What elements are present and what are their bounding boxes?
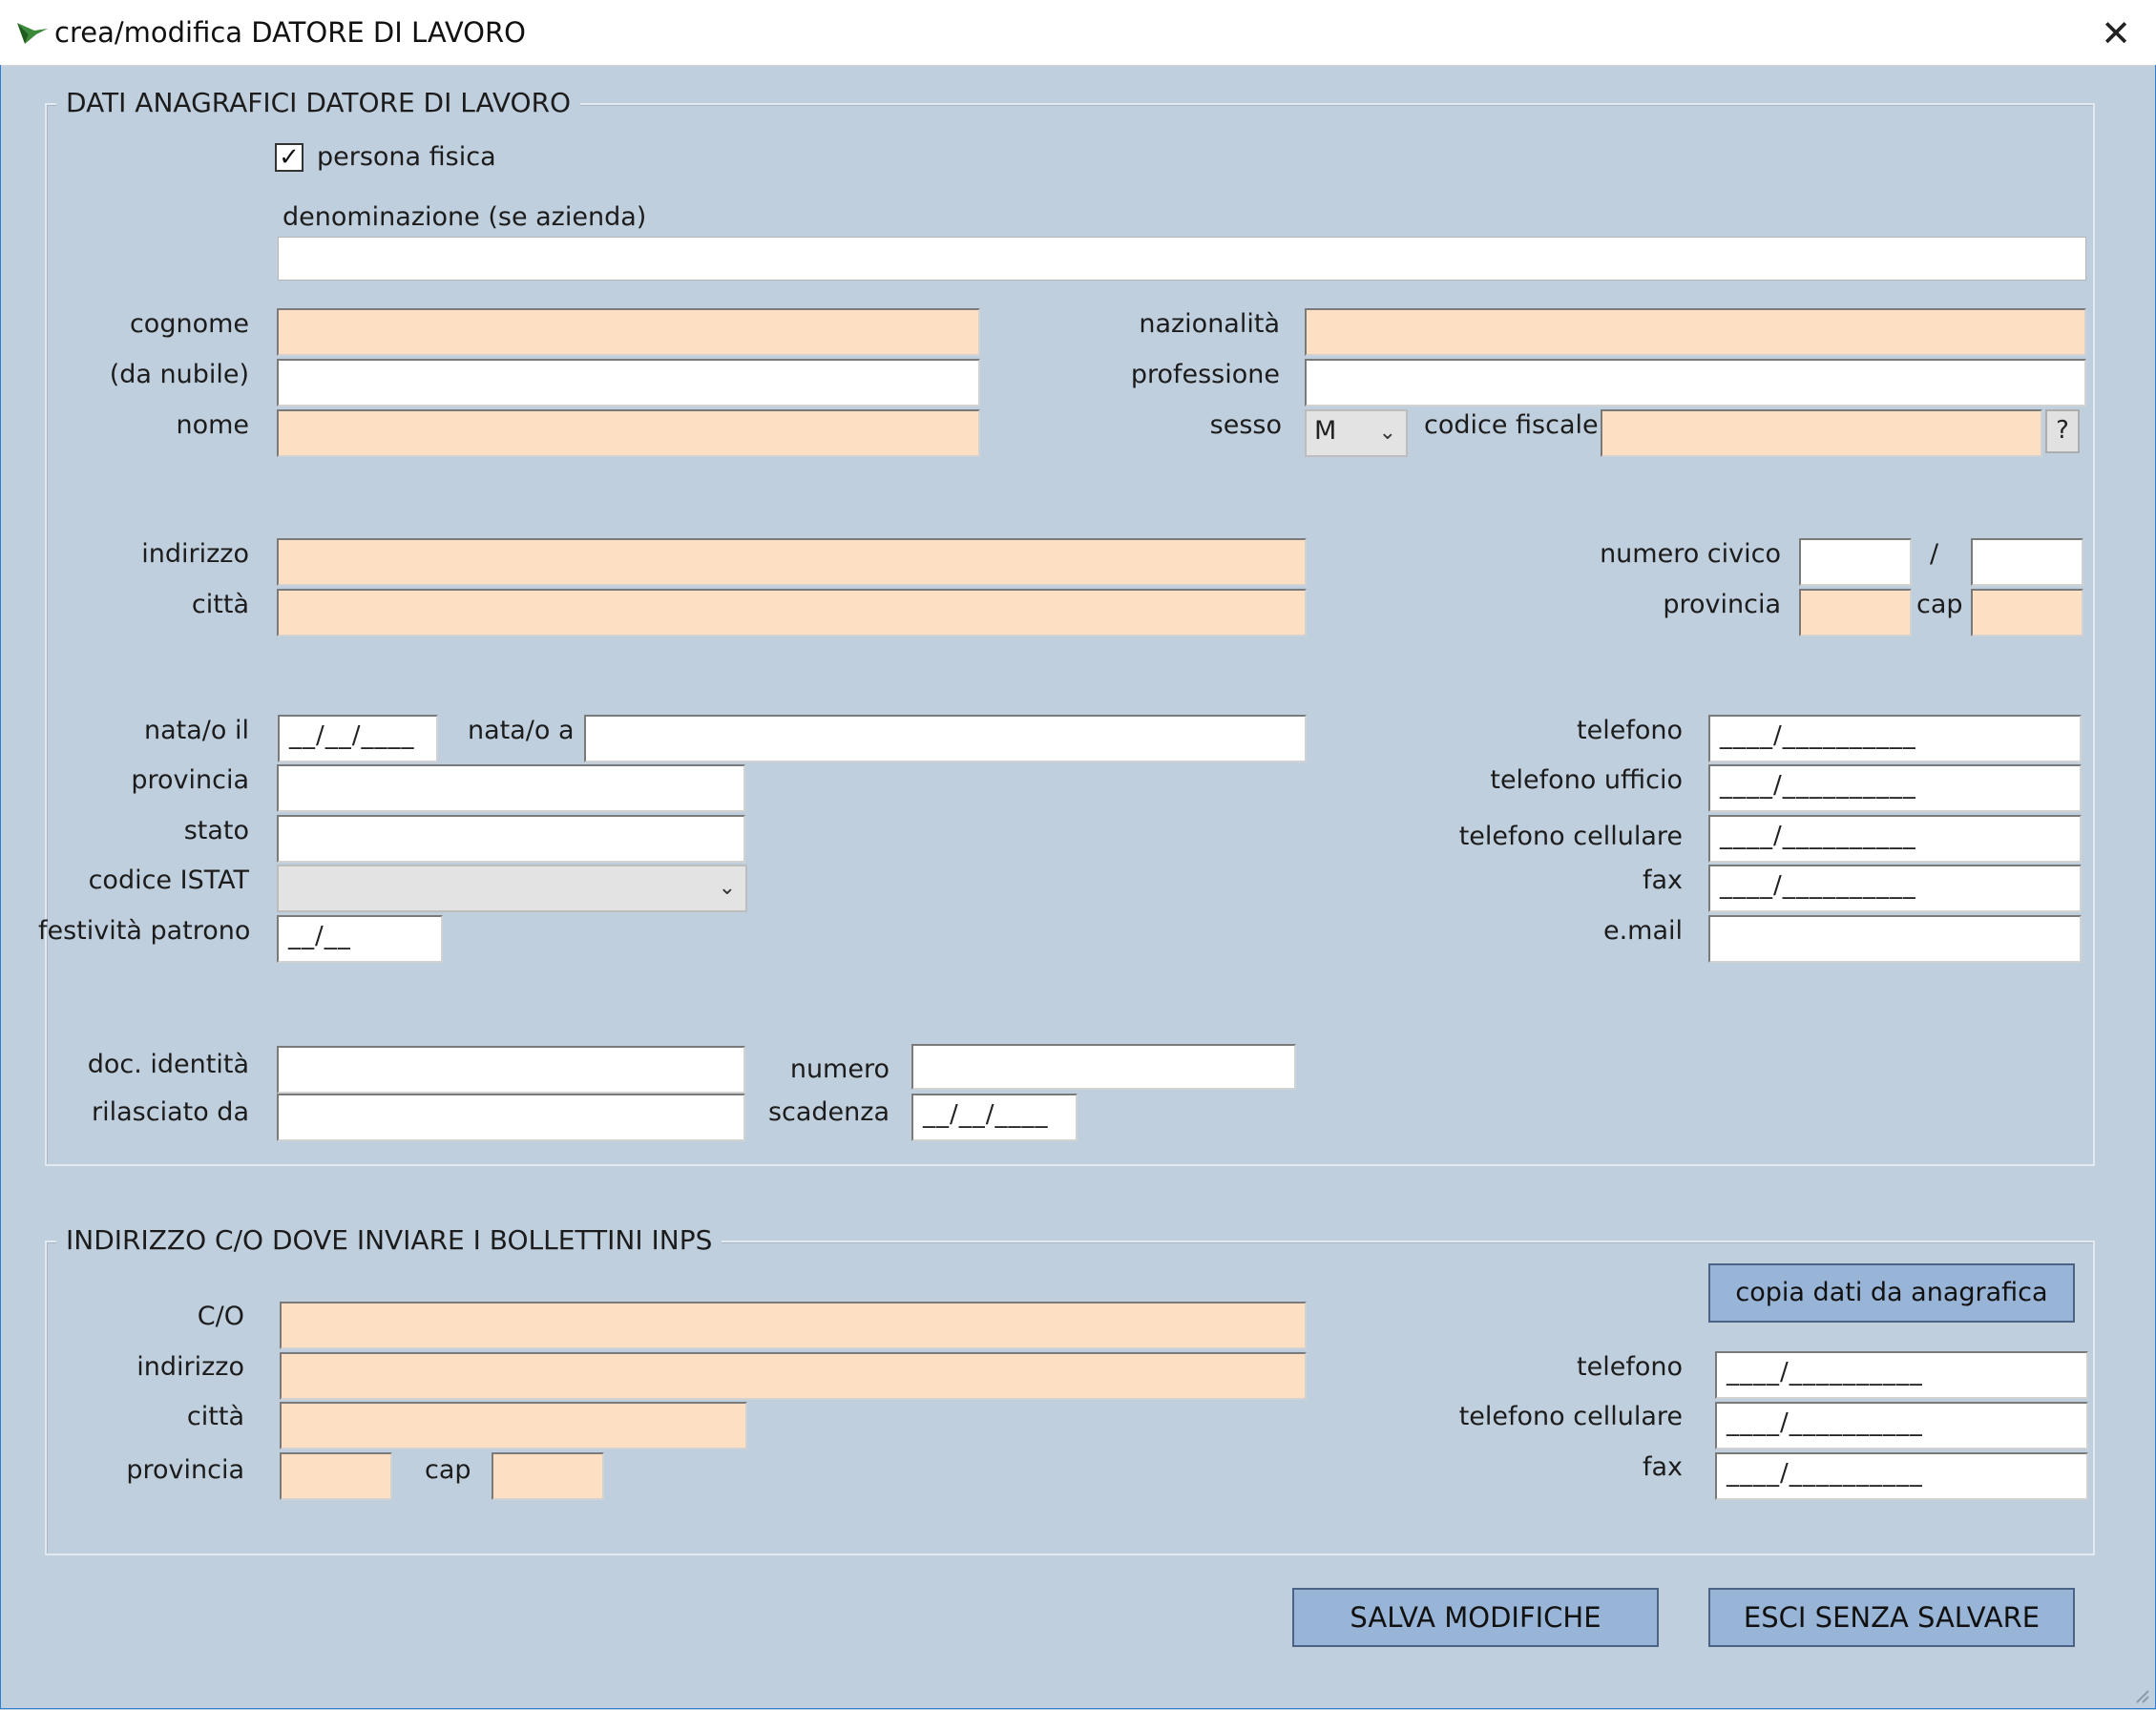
co-input[interactable] [280, 1302, 1307, 1349]
doc-identita-label: doc. identità [87, 1050, 249, 1079]
denominazione-input[interactable] [278, 237, 2086, 281]
civico-separator: / [1930, 539, 1939, 569]
numero-civico-input[interactable] [1799, 538, 1912, 586]
da-nubile-label: (da nubile) [109, 360, 249, 389]
bollettini-provincia-label: provincia [126, 1455, 244, 1485]
cap-input[interactable] [1971, 589, 2083, 636]
email-input[interactable] [1708, 915, 2082, 963]
indirizzo-label: indirizzo [141, 539, 249, 569]
festivita-label: festività patrono [38, 916, 251, 946]
bollettini-telefono-cellulare-label: telefono cellulare [1458, 1402, 1683, 1431]
bollettini-cap-label: cap [425, 1455, 471, 1485]
co-label: C/O [197, 1302, 244, 1331]
telefono-label: telefono [1577, 716, 1683, 745]
rilasciato-da-label: rilasciato da [92, 1097, 249, 1127]
stato-input[interactable] [277, 815, 745, 863]
bollettini-telefono-input[interactable]: ____/__________ [1715, 1351, 2088, 1399]
esci-senza-salvare-button[interactable]: ESCI SENZA SALVARE [1708, 1588, 2075, 1647]
telefono-cellulare-label: telefono cellulare [1458, 822, 1683, 851]
scadenza-input[interactable]: __/__/____ [911, 1094, 1078, 1141]
citta-label: città [191, 590, 249, 619]
codice-istat-select[interactable]: ⌄ [277, 865, 747, 912]
rilasciato-da-input[interactable] [277, 1094, 745, 1141]
scadenza-label: scadenza [767, 1097, 890, 1127]
close-icon[interactable]: ✕ [2101, 12, 2131, 54]
resize-grip-icon[interactable] [2133, 1687, 2150, 1704]
numero-label: numero [789, 1054, 890, 1084]
provincia-nascita-input[interactable] [277, 764, 745, 812]
codice-istat-label: codice ISTAT [88, 865, 249, 895]
numero-input[interactable] [911, 1044, 1296, 1090]
sesso-select[interactable]: M ⌄ [1305, 409, 1408, 457]
bollettini-fax-label: fax [1642, 1452, 1683, 1482]
codice-fiscale-help-button[interactable]: ? [2045, 409, 2080, 453]
bollettini-group [45, 1241, 2095, 1555]
nome-input[interactable] [277, 409, 980, 457]
cognome-input[interactable] [277, 308, 980, 356]
bollettini-fax-input[interactable]: ____/__________ [1715, 1452, 2088, 1500]
persona-fisica-checkbox[interactable]: ✓ [275, 143, 304, 172]
provincia-nascita-label: provincia [131, 765, 249, 795]
bollettini-citta-input[interactable] [280, 1402, 747, 1449]
telefono-cellulare-input[interactable]: ____/__________ [1708, 815, 2082, 863]
app-bird-icon [17, 23, 48, 44]
citta-input[interactable] [277, 589, 1307, 636]
telefono-ufficio-label: telefono ufficio [1490, 765, 1683, 795]
fax-input[interactable]: ____/__________ [1708, 865, 2082, 912]
numero-civico-bis-input[interactable] [1971, 538, 2083, 586]
salva-modifiche-button[interactable]: SALVA MODIFICHE [1292, 1588, 1659, 1647]
telefono-ufficio-input[interactable]: ____/__________ [1708, 764, 2082, 812]
anagrafica-group [45, 103, 2095, 1166]
professione-label: professione [1130, 360, 1280, 389]
nazionalita-input[interactable] [1305, 308, 2086, 356]
title-bar: crea/modifica DATORE DI LAVORO ✕ [0, 0, 2156, 66]
bollettini-citta-label: città [186, 1402, 244, 1431]
denominazione-label: denominazione (se azienda) [283, 202, 647, 232]
bollettini-legend: INDIRIZZO C/O DOVE INVIARE I BOLLETTINI … [56, 1223, 722, 1258]
bollettini-indirizzo-label: indirizzo [136, 1352, 244, 1382]
numero-civico-label: numero civico [1600, 539, 1781, 569]
nato-a-input[interactable] [584, 715, 1307, 762]
bollettini-indirizzo-input[interactable] [280, 1352, 1307, 1400]
anagrafica-legend: DATI ANAGRAFICI DATORE DI LAVORO [56, 86, 581, 120]
nazionalita-label: nazionalità [1139, 309, 1280, 339]
festivita-input[interactable]: __/__ [277, 915, 443, 963]
persona-fisica-label: persona fisica [317, 142, 496, 172]
nato-il-label: nata/o il [144, 716, 249, 745]
chevron-down-icon: ⌄ [718, 876, 736, 900]
nome-label: nome [176, 410, 249, 440]
window-title: crea/modifica DATORE DI LAVORO [54, 16, 526, 49]
da-nubile-input[interactable] [277, 359, 980, 407]
sesso-label: sesso [1209, 410, 1282, 440]
cognome-label: cognome [129, 309, 249, 339]
cap-label: cap [1916, 590, 1963, 619]
copia-dati-button[interactable]: copia dati da anagrafica [1708, 1263, 2075, 1323]
provincia-input[interactable] [1799, 589, 1912, 636]
sesso-value: M [1314, 416, 1337, 446]
stato-label: stato [183, 816, 249, 845]
nato-il-input[interactable]: __/__/____ [278, 715, 438, 762]
nato-a-label: nata/o a [468, 716, 575, 745]
telefono-input[interactable]: ____/__________ [1708, 715, 2082, 762]
bollettini-telefono-cellulare-input[interactable]: ____/__________ [1715, 1402, 2088, 1449]
doc-identita-input[interactable] [277, 1046, 745, 1094]
fax-label: fax [1642, 865, 1683, 895]
provincia-label: provincia [1663, 590, 1781, 619]
email-label: e.mail [1602, 916, 1683, 946]
bollettini-provincia-input[interactable] [280, 1452, 392, 1500]
codice-fiscale-label: codice fiscale [1424, 410, 1599, 440]
bollettini-cap-input[interactable] [492, 1452, 604, 1500]
bollettini-telefono-label: telefono [1577, 1352, 1683, 1382]
chevron-down-icon: ⌄ [1378, 421, 1396, 445]
indirizzo-input[interactable] [277, 538, 1307, 586]
professione-input[interactable] [1305, 359, 2086, 407]
codice-fiscale-input[interactable] [1601, 409, 2042, 457]
